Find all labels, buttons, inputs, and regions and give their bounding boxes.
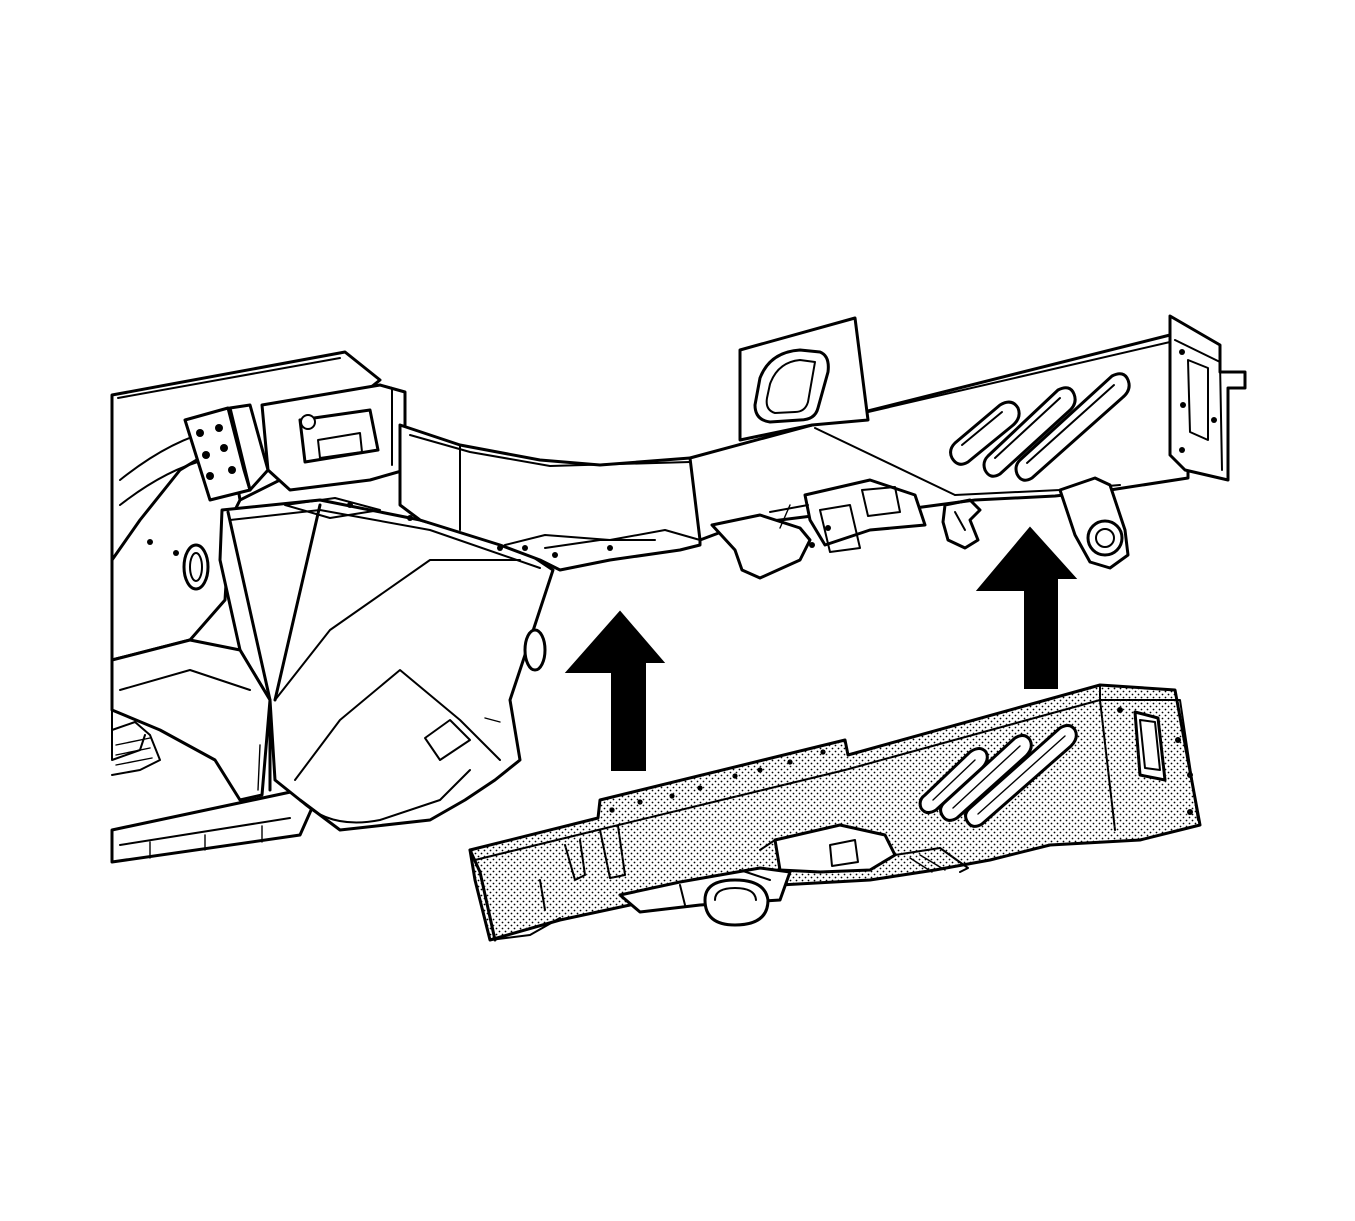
center-mount-bracket — [710, 478, 927, 580]
replacement-rail-section — [468, 683, 1202, 942]
up-arrow-icon — [564, 610, 666, 771]
mounting-bracket — [183, 403, 270, 502]
rail-end-plate — [1168, 314, 1247, 482]
cross-member — [398, 423, 702, 572]
vehicle-frame-assembly — [110, 314, 1247, 864]
up-arrow-icon — [975, 526, 1078, 689]
shock-tower — [260, 383, 407, 492]
installation-arrows — [564, 526, 1078, 771]
left-rear-rail — [110, 497, 555, 832]
tow-eye-bracket — [1058, 476, 1130, 570]
retainer-clip — [941, 498, 982, 550]
upper-bracket — [738, 316, 870, 442]
